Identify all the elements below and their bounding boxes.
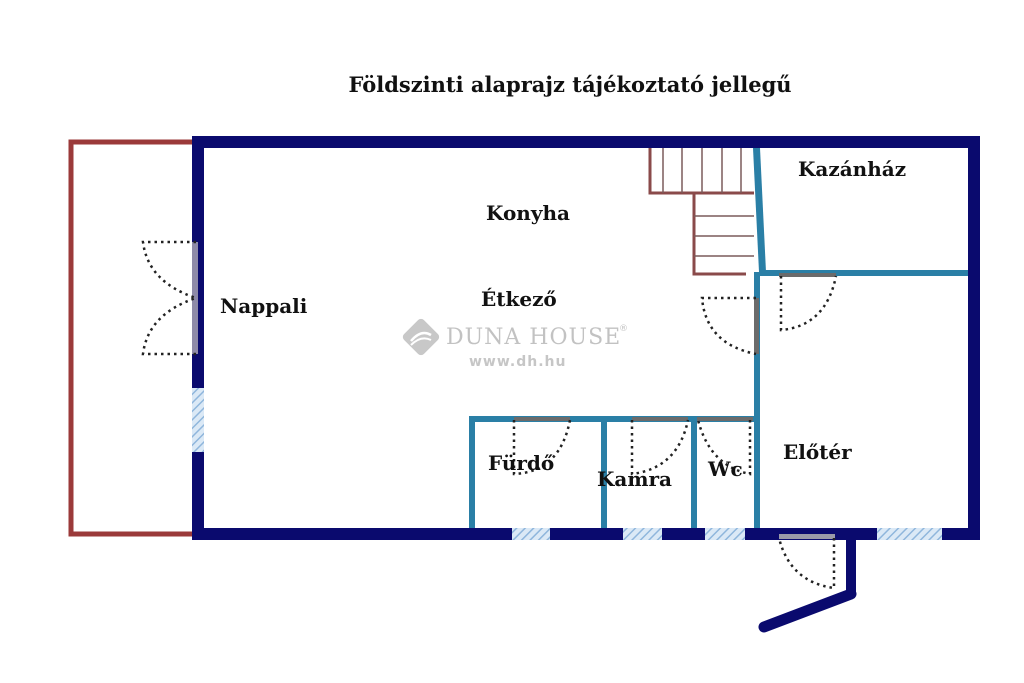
door-eloter-west	[700, 296, 759, 356]
label-eloter: Előtér	[783, 440, 852, 464]
door-wc	[696, 417, 753, 476]
label-kamra: Kamra	[597, 467, 672, 491]
watermark-registered: ®	[619, 324, 628, 334]
terrace-outline	[68, 139, 196, 537]
door-entrance	[777, 534, 836, 590]
door-furdo	[512, 417, 572, 476]
watermark-brand: DUNA HOUSE	[446, 325, 621, 350]
door-kazanhaz	[779, 273, 838, 332]
watermark: DUNA HOUSE ® www.dh.hu	[402, 318, 628, 370]
window-eloter	[877, 528, 942, 540]
label-konyha: Konyha	[486, 201, 570, 225]
label-furdo: Fürdő	[488, 451, 554, 475]
outer-walls	[192, 136, 980, 633]
stairs	[648, 148, 754, 276]
room-labels: Konyha Étkező Nappali Kazánház Fürdő Kam…	[220, 157, 906, 491]
window-kamra	[623, 528, 662, 540]
doors	[141, 240, 838, 590]
watermark-url: www.dh.hu	[469, 354, 566, 370]
windows	[192, 388, 942, 540]
door-terrace	[141, 240, 198, 356]
label-etkezo: Étkező	[481, 287, 557, 311]
label-kazanhaz: Kazánház	[798, 157, 906, 181]
label-wc: Wc	[707, 457, 743, 481]
door-kamra	[630, 417, 690, 476]
duna-house-logo-icon	[402, 318, 440, 356]
label-nappali: Nappali	[220, 294, 308, 318]
window-furdo	[512, 528, 550, 540]
plan-title: Földszinti alaprajz tájékoztató jellegű	[348, 72, 792, 97]
inner-walls	[469, 148, 968, 528]
window-nappali	[192, 388, 204, 452]
window-wc	[705, 528, 745, 540]
